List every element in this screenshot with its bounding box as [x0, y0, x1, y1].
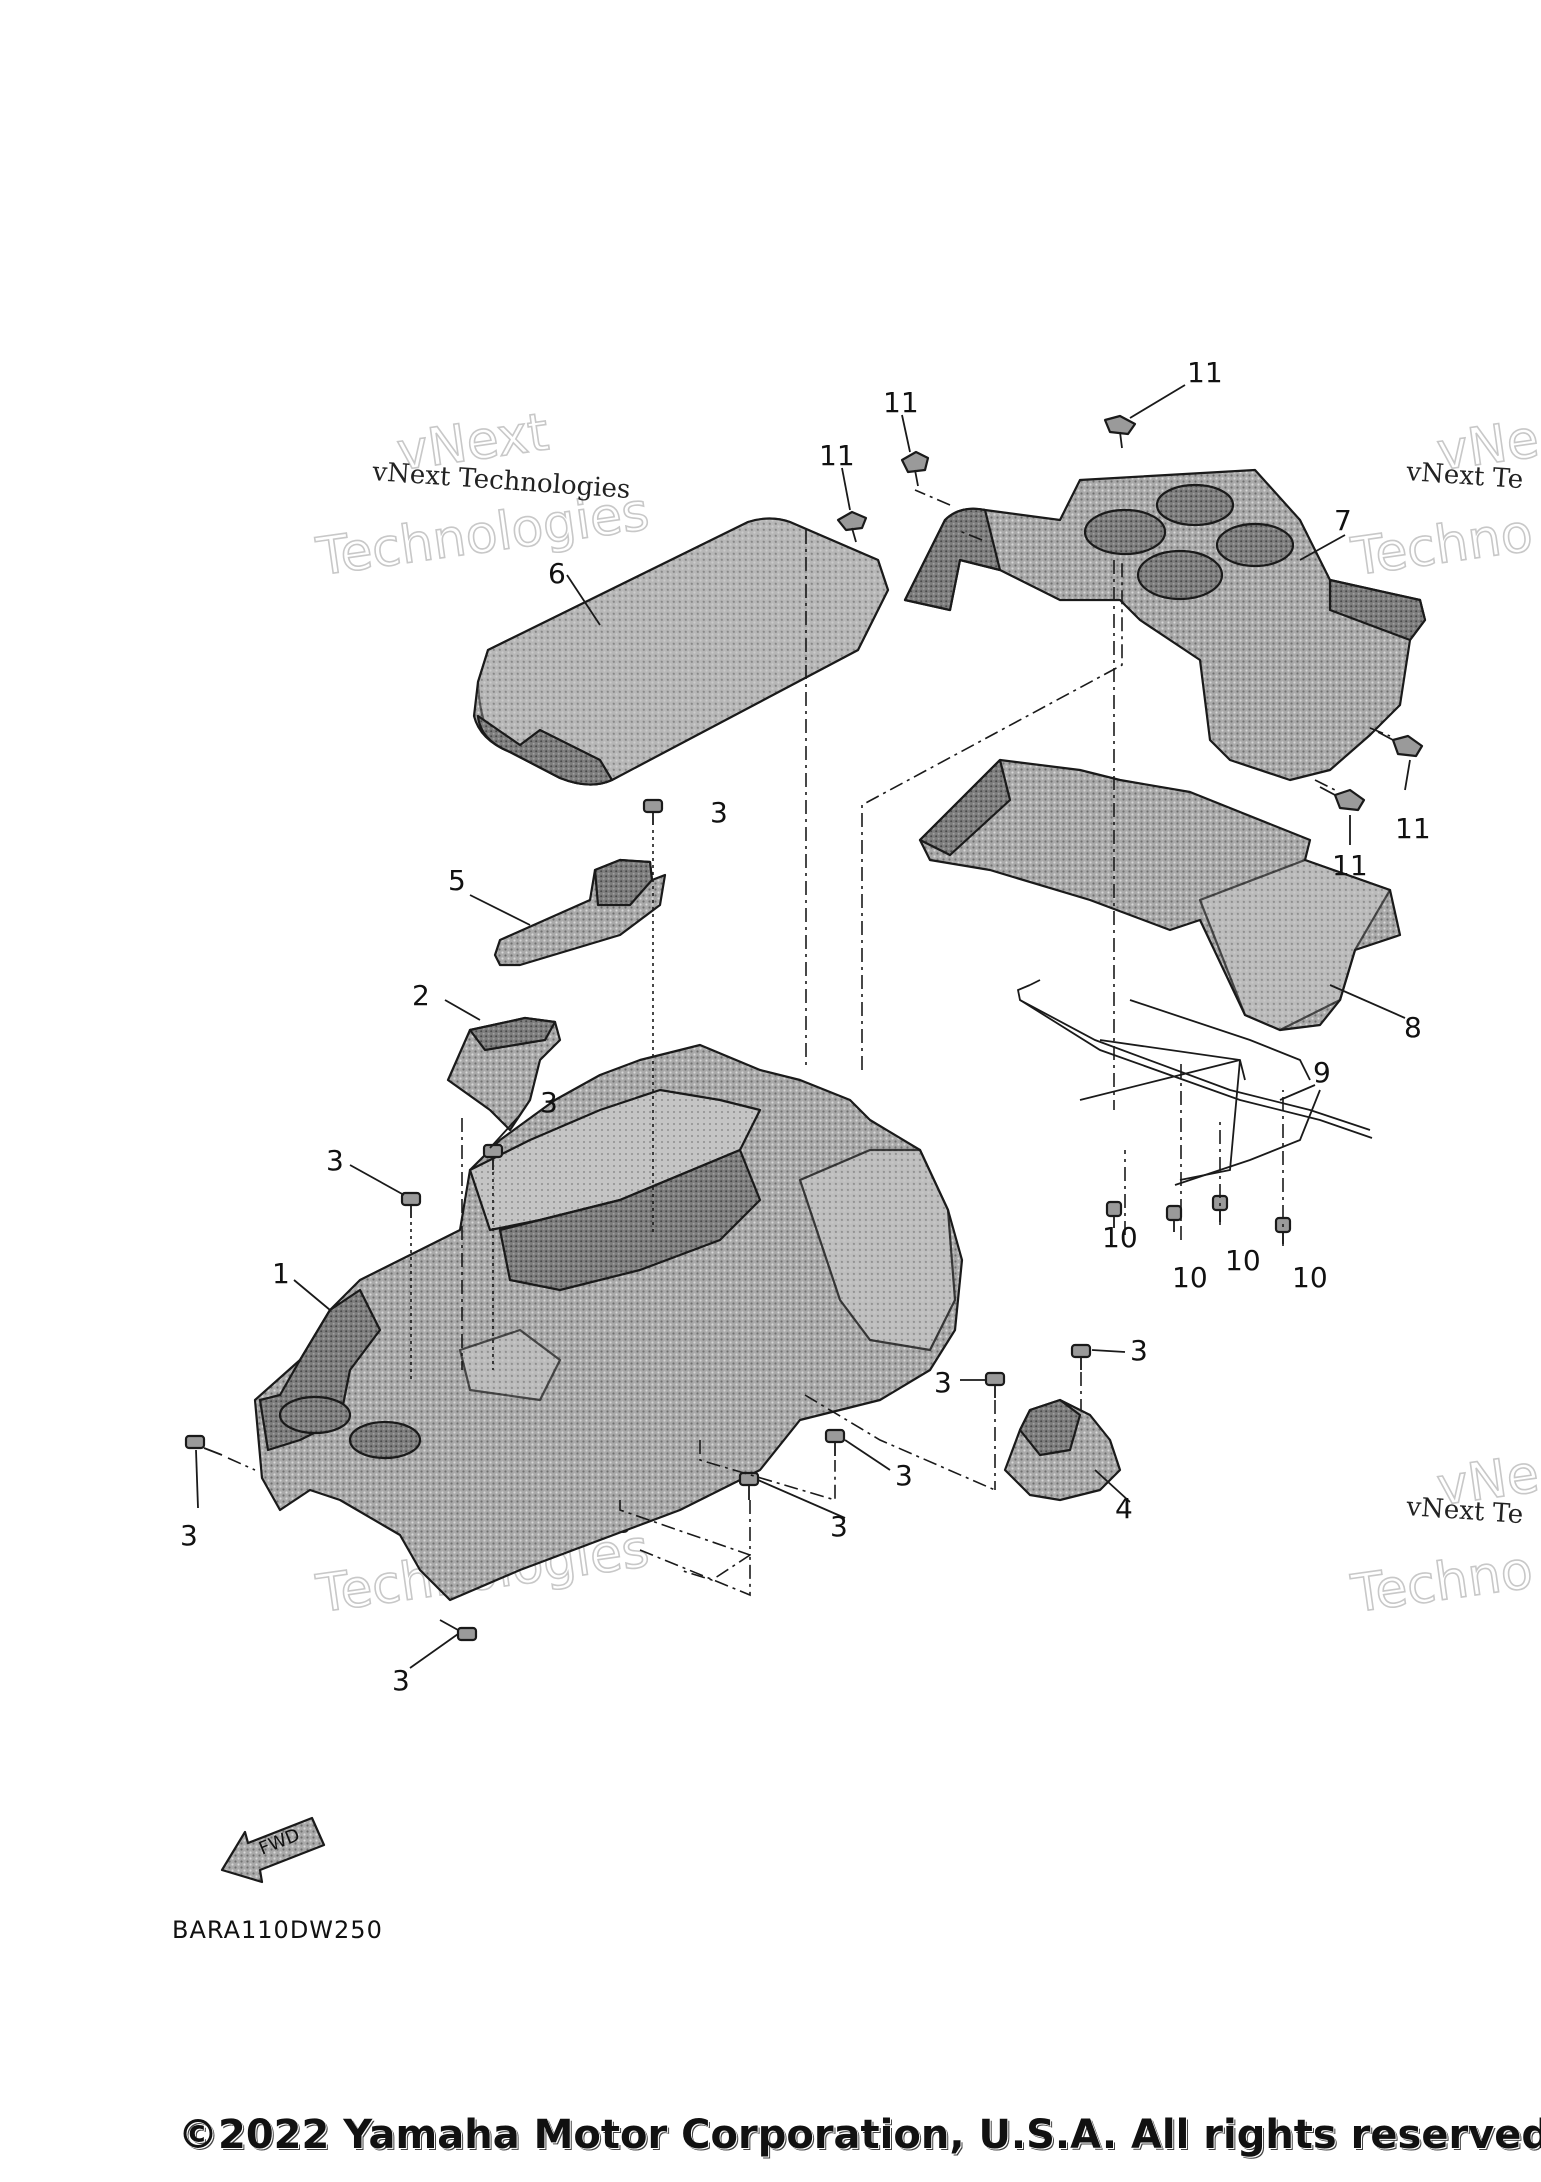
screw-icon [642, 798, 664, 825]
watermark-lower-right: vNe Techno vNext Te [1347, 1444, 1541, 1626]
part-8-bracket-tray [918, 758, 1402, 1032]
watermark-upper-right: vNe Techno vNext Te [1347, 409, 1541, 589]
callout-5: 5 [448, 864, 466, 897]
callout-3: 3 [540, 1086, 558, 1119]
callout-10: 10 [1225, 1244, 1261, 1277]
fasteners [184, 414, 1424, 1642]
callout-1: 1 [272, 1257, 290, 1290]
callout-10: 10 [1102, 1221, 1138, 1254]
callout-11: 11 [819, 439, 855, 472]
callout-3: 3 [830, 1510, 848, 1543]
screw-icon [1070, 1343, 1092, 1370]
copyright-notice: ©2022 Yamaha Motor Corporation, U.S.A. A… [178, 2112, 1541, 2158]
forward-direction-arrow: FWD [220, 1816, 326, 1884]
callout-3: 3 [392, 1664, 410, 1697]
callout-4: 4 [1115, 1492, 1133, 1525]
watermark-upper-left: vNext Technologies vNext Technologies [312, 402, 654, 589]
watermark-partial-logo-line1: vNe [1433, 409, 1541, 483]
part-5-shift-cover [493, 858, 667, 967]
part-9-wire-rod [1016, 979, 1373, 1186]
callout-3: 3 [180, 1519, 198, 1552]
callout-3: 3 [895, 1459, 913, 1492]
callout-3: 3 [710, 796, 728, 829]
callout-9: 9 [1313, 1056, 1331, 1089]
clip-icon [836, 510, 868, 543]
callout-11: 11 [1395, 812, 1431, 845]
part-4-side-cover [1003, 1398, 1122, 1502]
callout-11: 11 [1332, 849, 1368, 882]
diagram-code: BARA110DW250 [172, 1916, 383, 1944]
callout-2: 2 [412, 979, 430, 1012]
callout-11: 11 [883, 386, 919, 419]
screw-icon [1105, 1200, 1123, 1228]
callout-6: 6 [548, 557, 566, 590]
clip-icon [1377, 731, 1424, 758]
watermark-partial-logo-line2: Techno [1347, 1540, 1536, 1625]
callout-10: 10 [1292, 1261, 1328, 1294]
callout-3: 3 [934, 1366, 952, 1399]
leader-lines [195, 384, 1411, 1669]
callout-3: 3 [326, 1144, 344, 1177]
assembly-lines [227, 489, 1391, 1597]
clip-icon [1103, 414, 1137, 449]
callout-8: 8 [1404, 1011, 1422, 1044]
screw-icon [1165, 1204, 1183, 1232]
callout-10: 10 [1172, 1261, 1208, 1294]
part-6-console-lid [472, 517, 890, 786]
screw-icon [984, 1371, 1006, 1398]
screw-icon [400, 1191, 422, 1218]
watermark-partial-logo-line2: Techno [1347, 503, 1536, 588]
part-7-rear-cupholder-panel [903, 468, 1427, 782]
clip-icon [900, 450, 930, 487]
screw-icon [439, 1619, 478, 1642]
screw-icon [738, 1471, 760, 1500]
part-1-center-console [253, 1043, 964, 1602]
screw-icon [824, 1428, 846, 1456]
watermark-partial-logo-line1: vNe [1433, 1444, 1541, 1518]
screw-icon [184, 1434, 223, 1456]
part-2-shift-boot [446, 1016, 562, 1132]
callouts: 1 2 3 3 3 3 3 3 3 3 3 3 4 5 6 7 8 9 10 1… [180, 356, 1431, 1697]
callout-11: 11 [1187, 356, 1223, 389]
clip-icon [1319, 786, 1366, 812]
callout-3: 3 [1130, 1334, 1148, 1367]
callout-7: 7 [1334, 504, 1352, 537]
